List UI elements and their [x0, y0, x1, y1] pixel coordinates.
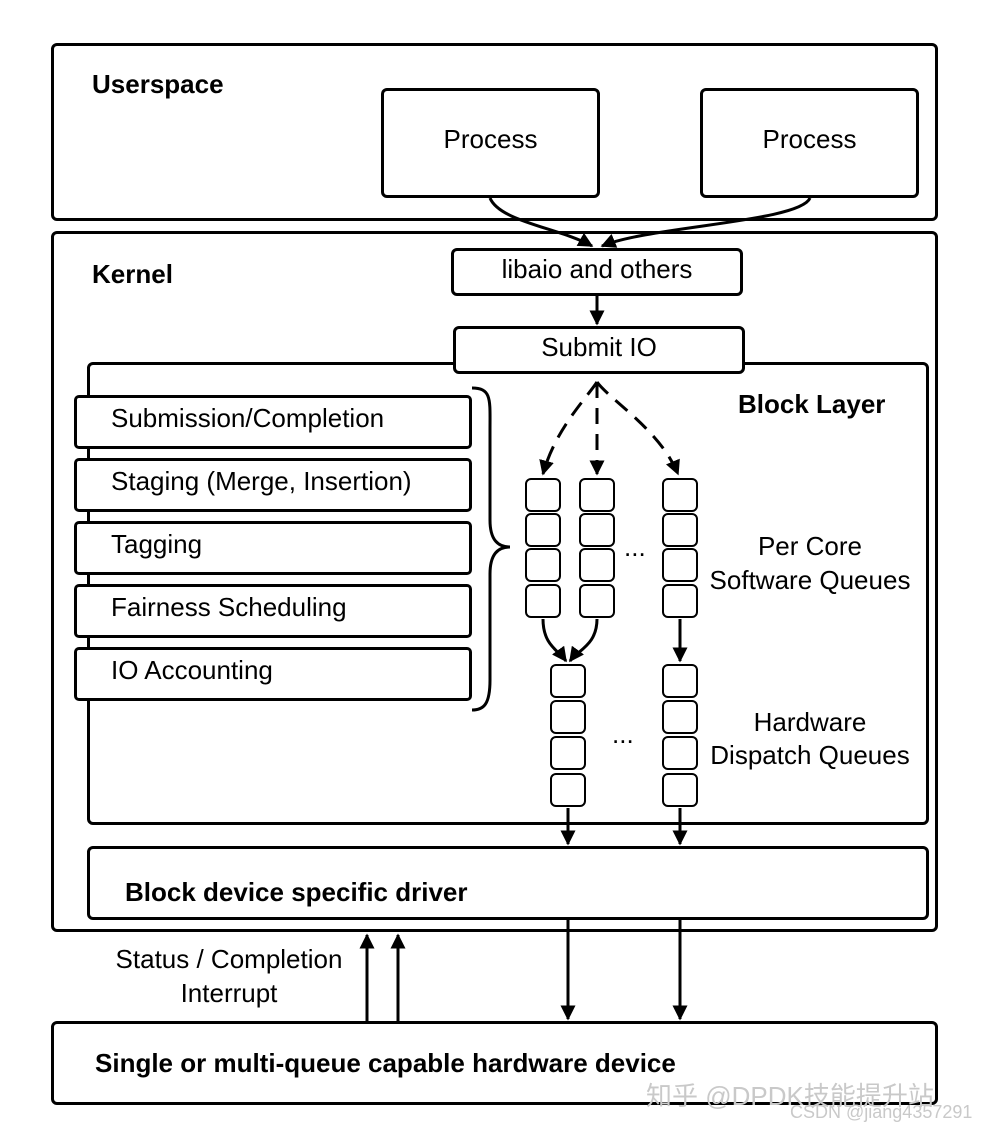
zhihu-watermark: 知乎 @DPDK技能提升站 — [646, 1081, 934, 1111]
interrupt-label-line1: Status / Completion — [115, 944, 343, 974]
hardware-queues-label-line2: Dispatch Queues — [710, 740, 910, 770]
software-queues-label-line2: Software Queues — [709, 565, 911, 595]
stages-brace — [471, 386, 511, 712]
process-box-right — [700, 88, 919, 198]
arrow-submit-to-swqn — [595, 381, 680, 476]
process-label-right: Process — [762, 124, 857, 154]
hardware-device-label: Single or multi-queue capable hardware d… — [95, 1048, 676, 1078]
driver-label: Block device specific driver — [125, 877, 468, 907]
submit-io-label: Submit IO — [541, 332, 657, 362]
arrow-submit-to-swq1 — [539, 381, 599, 476]
hardware-queues-ellipsis: ... — [612, 719, 634, 749]
stage-staging: Staging (Merge, Insertion) — [74, 458, 472, 512]
stage-submission-completion: Submission/Completion — [74, 395, 472, 449]
stage-label: Fairness Scheduling — [111, 592, 347, 622]
hardware-device-box — [51, 1021, 938, 1105]
stage-tagging: Tagging — [74, 521, 472, 575]
stage-label: Staging (Merge, Insertion) — [111, 466, 412, 496]
software-queues-label-line1: Per Core — [757, 531, 863, 561]
submit-io-box — [453, 326, 745, 374]
arrow-swq1-to-hwq1 — [541, 618, 568, 663]
arrow-process-left-to-libaio — [488, 197, 594, 248]
process-label-left: Process — [443, 124, 538, 154]
driver-box — [87, 846, 929, 920]
software-queues-ellipsis: ... — [624, 532, 646, 562]
stage-label: Submission/Completion — [111, 403, 385, 433]
arrow-swq2-to-hwq1 — [568, 618, 599, 663]
libaio-box — [451, 248, 743, 296]
hardware-queues-label-line1: Hardware — [753, 707, 867, 737]
libaio-label: libaio and others — [501, 254, 693, 284]
arrow-process-right-to-libaio — [600, 197, 812, 248]
csdn-watermark: CSDN @jiang4357291 — [790, 1102, 973, 1122]
block-layer-title: Block Layer — [738, 389, 886, 419]
kernel-title: Kernel — [92, 259, 173, 289]
process-box-left — [381, 88, 600, 198]
stage-label: Tagging — [111, 529, 203, 559]
stage-fairness-scheduling: Fairness Scheduling — [74, 584, 472, 638]
stage-label: IO Accounting — [111, 655, 273, 685]
stage-io-accounting: IO Accounting — [74, 647, 472, 701]
userspace-title: Userspace — [92, 69, 224, 99]
interrupt-label-line2: Interrupt — [180, 978, 278, 1008]
